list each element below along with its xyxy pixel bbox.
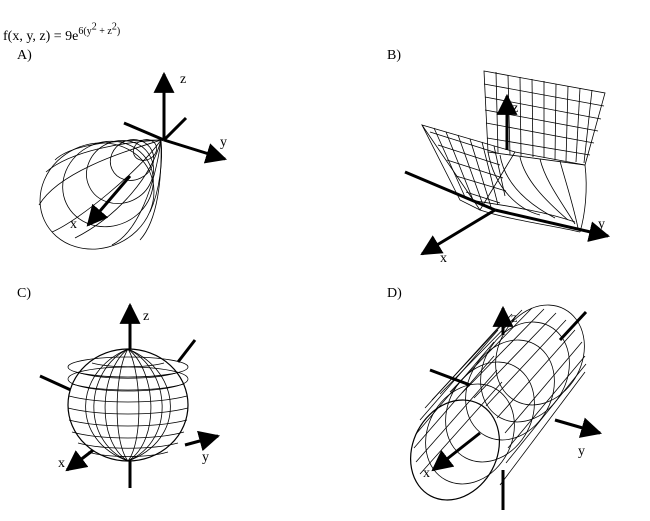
graph-c-z-label: z [143, 309, 149, 324]
graph-b-surface [421, 70, 606, 233]
graph-d-y-label: y [578, 444, 585, 459]
graph-c-surface [67, 348, 189, 462]
graph-b-y-label: y [598, 217, 605, 232]
graph-a-z-label: z [180, 72, 186, 87]
graph-c[interactable]: z y x [39, 302, 221, 488]
graph-a-surface [38, 139, 162, 250]
graph-d[interactable]: z y x [394, 289, 603, 515]
function-formula: f(x, y, z) = 9e6(y2 + z2) [3, 22, 120, 45]
formula-prefix: f(x, y, z) = 9e [3, 28, 79, 44]
graph-a-axes [123, 71, 228, 164]
graph-b[interactable]: z y x [404, 70, 611, 266]
option-a-label[interactable]: A) [17, 48, 32, 63]
graph-a-y-label: y [220, 135, 227, 150]
graph-d-x-label: x [423, 466, 430, 481]
graph-a[interactable]: z y x [22, 71, 228, 268]
graph-c-y-label: y [202, 450, 209, 465]
graph-c-axes [39, 302, 221, 488]
graph-b-z-label: z [512, 101, 518, 116]
graph-d-surface [410, 304, 587, 501]
formula-exponent: 6(y2 + z2) [78, 22, 121, 38]
graph-d-axes [429, 305, 603, 510]
graph-b-x-label: x [440, 251, 447, 266]
option-c-label[interactable]: C) [17, 286, 31, 301]
graph-a-x-label: x [70, 217, 77, 232]
graph-c-x-label: x [58, 456, 65, 471]
graph-d-z-label: z [511, 311, 517, 326]
graph-b-axes [404, 93, 611, 256]
option-b-label[interactable]: B) [387, 48, 401, 63]
option-d-label[interactable]: D) [387, 286, 402, 301]
